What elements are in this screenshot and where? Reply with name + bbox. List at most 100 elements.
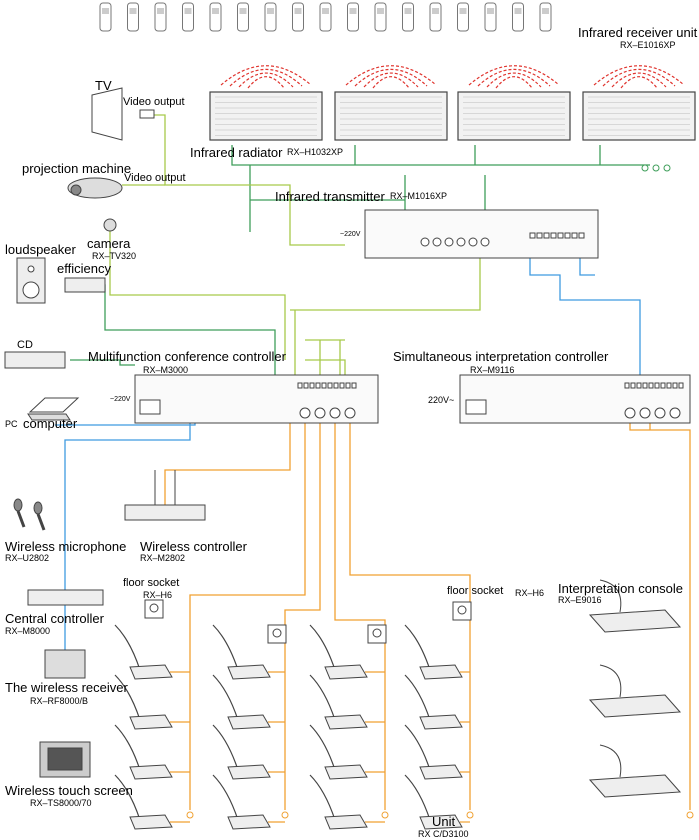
camera-model: RX–TV320 xyxy=(92,251,137,261)
mic-handle xyxy=(36,513,46,531)
delegate-unit xyxy=(227,664,271,680)
ir-receiver-screen xyxy=(184,8,192,14)
ir-wave xyxy=(477,68,551,87)
unit-model: RX C/D3100 xyxy=(418,829,469,839)
projector-video-output: Video output xyxy=(124,172,186,184)
floor-socket-port xyxy=(149,603,159,613)
touch-screen-display xyxy=(47,747,83,771)
console-mic-stem xyxy=(599,744,622,778)
sic-jack xyxy=(660,382,666,389)
ir-radiator-panel xyxy=(582,91,696,141)
delegate-unit xyxy=(227,764,271,780)
transmitter-jack xyxy=(564,232,571,239)
voltage-mcc: ~220V xyxy=(110,396,131,403)
speaker-cone xyxy=(22,281,40,299)
transmitter-jack xyxy=(557,232,564,239)
central-wire xyxy=(64,420,191,590)
interp-bus xyxy=(629,415,691,560)
delegate-unit xyxy=(324,714,368,730)
delegate-unit xyxy=(324,764,368,780)
sic-port xyxy=(639,407,651,419)
ir-receiver-unit xyxy=(209,2,222,32)
ir-receiver-unit xyxy=(429,2,442,32)
line-terminator xyxy=(186,811,194,819)
mcc-unit-port xyxy=(329,407,341,419)
transmitter-sic-wire xyxy=(529,255,641,385)
central-controller-body xyxy=(27,589,104,606)
ir-receiver-unit xyxy=(127,2,139,32)
mcc-jack xyxy=(297,382,303,389)
ir-wave xyxy=(238,72,294,88)
delegate-mic-stem xyxy=(309,724,336,771)
ir-receiver-unit xyxy=(292,2,304,32)
ir-receiver-screen xyxy=(294,8,302,14)
touch-title: Wireless touch screen xyxy=(5,783,133,798)
ir-wave xyxy=(363,72,419,88)
laptop-base xyxy=(27,413,71,421)
central-model: RX–M8000 xyxy=(5,626,51,636)
transmitter-port xyxy=(420,237,430,247)
delegate-mic-stem xyxy=(114,624,141,671)
sic-jack xyxy=(648,382,654,389)
transmitter-jack xyxy=(536,232,543,239)
delegate-unit xyxy=(129,814,173,830)
ir-receiver-unit xyxy=(154,2,167,32)
delegate-mic-stem xyxy=(404,774,431,821)
tv-video-wire xyxy=(150,114,345,246)
laptop-screen xyxy=(28,397,80,413)
ir-radiator-panel xyxy=(457,91,571,141)
sic-jack xyxy=(636,382,642,389)
delegate-unit xyxy=(419,714,463,730)
delegate-mic-stem xyxy=(309,774,336,821)
delegate-mic-stem xyxy=(404,624,431,671)
wctrl-model: RX–M2802 xyxy=(140,553,186,563)
unit-line-3 xyxy=(334,405,386,810)
delegate-mic-stem xyxy=(212,724,239,771)
transmitter-port xyxy=(456,237,466,247)
ir-radiator-title: Infrared radiator xyxy=(190,145,283,160)
transmitter-jack xyxy=(578,232,585,239)
floor-socket-b: floor socket xyxy=(447,585,504,597)
mcc-model: RX–M3000 xyxy=(143,365,189,375)
transmitter-jack xyxy=(571,232,578,239)
ir-transmitter-model: RX–M1016XP xyxy=(390,191,448,201)
ir-receiver-unit xyxy=(402,2,414,32)
delegate-unit xyxy=(227,714,271,730)
ir-receiver-unit xyxy=(182,2,194,32)
sic-jack xyxy=(642,382,648,389)
sic-jack xyxy=(666,382,672,389)
wireless-receiver-body xyxy=(44,649,86,679)
transmitter-jack xyxy=(543,232,550,239)
line-terminator xyxy=(381,811,389,819)
ir-receiver-unit xyxy=(539,2,552,32)
mcc-unit-port xyxy=(314,407,326,419)
delegate-mic-stem xyxy=(212,674,239,721)
sic-jack xyxy=(678,382,684,389)
floor-socket-port xyxy=(372,628,382,638)
ir-wave xyxy=(468,65,560,86)
ir-receiver-unit xyxy=(264,2,277,32)
ir-receiver-unit xyxy=(374,2,387,32)
interpretation-console xyxy=(588,609,682,633)
ir-receiver-screen xyxy=(404,8,412,14)
mcc-unit-port xyxy=(344,407,356,419)
touch-model: RX–TS8000/70 xyxy=(30,798,92,808)
ir-receiver-model: RX–E1016XP xyxy=(620,40,676,50)
ir-receiver-unit xyxy=(457,2,469,32)
ir-receiver-screen xyxy=(542,8,549,14)
ir-receiver-screen xyxy=(514,8,522,14)
sic-port xyxy=(624,407,636,419)
ir-receiver-screen xyxy=(349,8,357,14)
sic-model: RX–M9116 xyxy=(470,365,515,375)
cd-title: CD xyxy=(17,339,33,351)
mcc-jack xyxy=(333,382,339,389)
ir-receiver-screen xyxy=(377,8,384,14)
ir-receiver-unit xyxy=(347,2,359,32)
sic-title: Simultaneous interpretation controller xyxy=(393,349,609,364)
ir-wave xyxy=(354,68,428,87)
floor-socket-port xyxy=(272,628,282,638)
wreceiver-model: RX–RF8000/B xyxy=(30,696,89,706)
transmitter-port xyxy=(480,237,490,247)
ir-wave xyxy=(229,68,303,87)
